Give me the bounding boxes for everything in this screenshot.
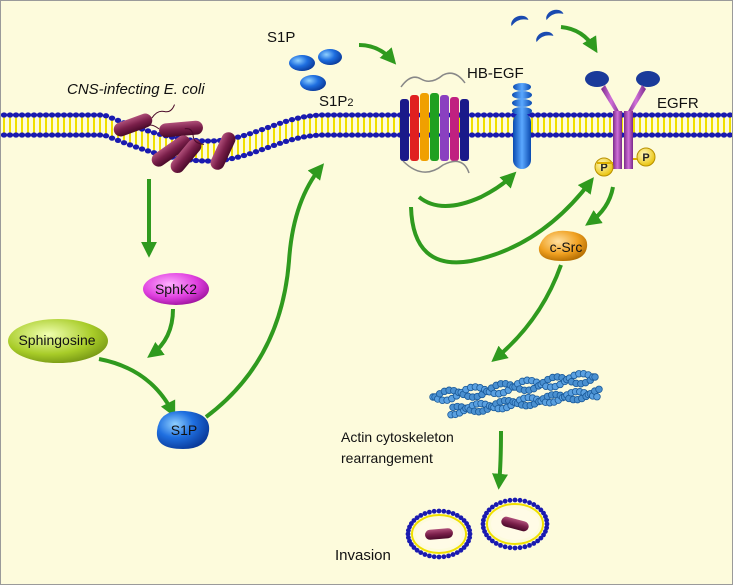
sphingosine-label: Sphingosine — [18, 332, 96, 348]
c-src-label: c-Src — [549, 239, 583, 255]
bacterium — [151, 135, 191, 167]
hb-egf-protein — [512, 83, 532, 169]
sphingosine-molecule — [8, 319, 108, 363]
arrow-csrc-to-actin — [491, 264, 563, 363]
s1p-molecule-intracellular — [156, 410, 210, 449]
phospho-groups: P P — [594, 147, 656, 177]
s1p2-label-main: S1P — [319, 93, 348, 110]
bacterium — [144, 120, 203, 138]
egfr-label: EGFR — [657, 95, 699, 112]
s1p2-label: S1P2 — [319, 93, 353, 110]
invasion-vesicles — [405, 497, 550, 560]
arrow-sphingosine-to-s1p — [98, 357, 176, 418]
phospho-label: P — [600, 162, 607, 174]
signaling-arrows — [98, 25, 615, 490]
arrow-actin-to-invasion — [492, 430, 508, 490]
bacterium — [170, 139, 202, 173]
egfr-receptor — [585, 71, 660, 169]
vesicle — [480, 497, 550, 551]
bacterium — [113, 104, 175, 137]
arrow-s1p-to-s1p2 — [358, 43, 397, 65]
actin-label-line2: rearrangement — [341, 450, 433, 466]
s1p2-receptor — [400, 72, 470, 174]
s1p-intracellular-label: S1P — [170, 422, 198, 438]
bacterium — [184, 128, 236, 170]
s1p-extracellular-label: S1P — [267, 29, 296, 46]
arrow-ligand-to-egfr — [560, 25, 598, 54]
arrow-sphk2-to-sphingosine — [147, 308, 175, 358]
arrow-egfr-to-csrc — [585, 186, 615, 226]
vesicle — [405, 508, 473, 560]
c-src-kinase — [538, 230, 588, 261]
sphk2-label: SphK2 — [154, 281, 198, 297]
hb-egf-label: HB-EGF — [467, 65, 524, 82]
arrow-s1p2-to-egfr — [409, 177, 594, 265]
sphk2-enzyme — [143, 273, 209, 305]
arrow-s1p-to-membrane — [204, 163, 325, 419]
ecoli-bacteria-cluster — [113, 104, 236, 173]
ecoli-label: CNS-infecting E. coli — [67, 81, 205, 98]
actin-label-line1: Actin cytoskeleton — [341, 429, 454, 445]
s1p2-label-subscript: 2 — [347, 97, 354, 109]
actin-filaments — [429, 370, 603, 419]
cell-membrane — [1, 112, 732, 164]
invasion-label: Invasion — [335, 547, 391, 564]
s1p-molecules-extracellular — [289, 49, 342, 91]
phospho-label: P — [642, 152, 649, 164]
arrow-s1p2-to-hbegf — [417, 171, 517, 208]
hb-egf-ligands — [511, 9, 564, 43]
